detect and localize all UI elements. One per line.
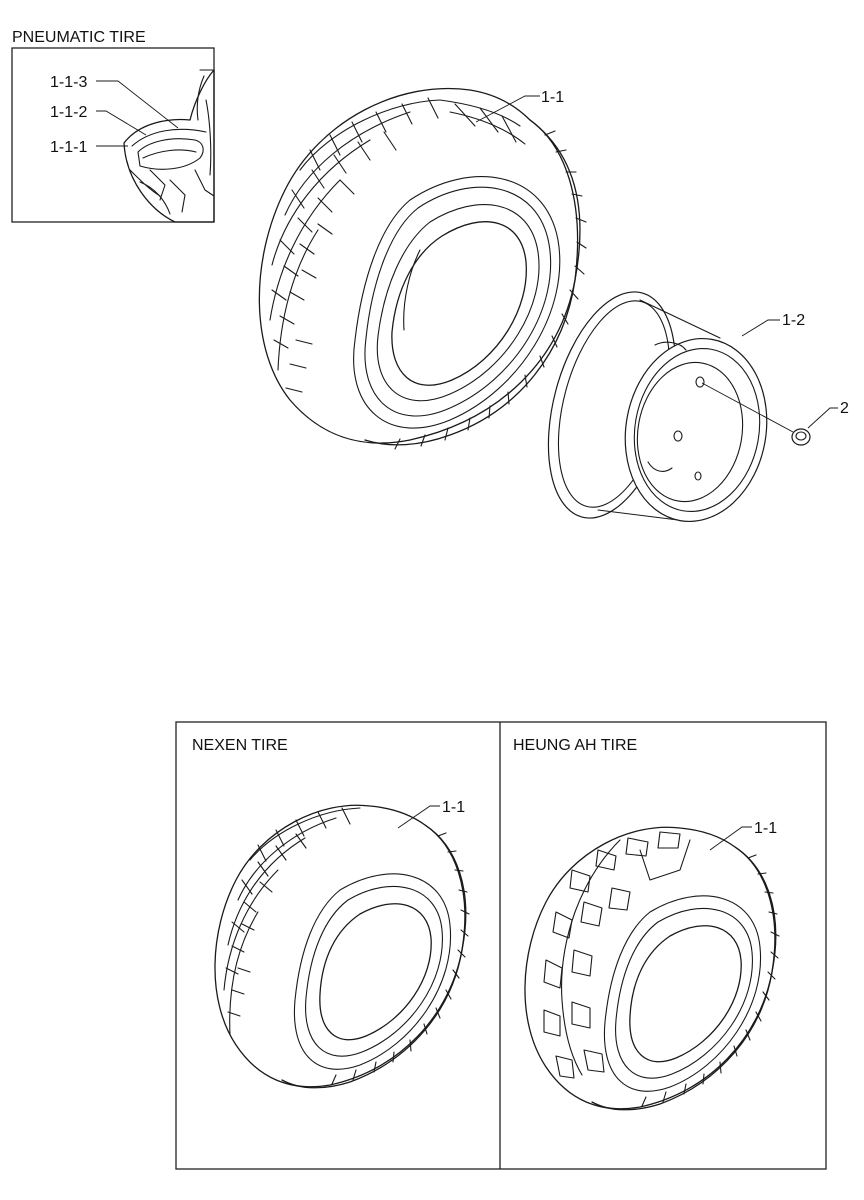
nexen-tire-title: NEXEN TIRE: [192, 737, 288, 754]
inset-frame: [11, 47, 215, 223]
callout-main-tire: 1-1: [541, 89, 564, 106]
callout-flap: 1-1-1: [50, 139, 87, 156]
leader-line: [475, 95, 540, 123]
heung-ah-tire-title: HEUNG AH TIRE: [513, 737, 637, 754]
callout-heung-ah-tire: 1-1: [754, 820, 777, 837]
main-tire: [258, 87, 587, 450]
callout-rim: 1-2: [782, 312, 805, 329]
leader-line: [96, 80, 179, 129]
leader-line: [807, 407, 838, 429]
callout-nut: 2: [840, 400, 849, 417]
callout-nexen-tire: 1-1: [442, 799, 465, 816]
heung-ah-tire-panel: HEUNG AH TIRE 1-1: [513, 737, 780, 1111]
leader-line: [397, 805, 440, 829]
nut: [791, 428, 811, 446]
callout-tire-body: 1-1-2: [50, 104, 87, 121]
leader-line: [709, 826, 752, 851]
callout-inner-tube: 1-1-3: [50, 74, 87, 91]
inset-tire-section: [123, 69, 215, 223]
nexen-tire-panel: NEXEN TIRE 1-1: [192, 737, 470, 1089]
heung-ah-tire: [524, 826, 780, 1111]
nexen-tire: [214, 804, 470, 1089]
pneumatic-tire-inset: PNEUMATIC TIRE 1-1-3 1-1-2 1-1-1: [11, 29, 215, 223]
inset-title: PNEUMATIC TIRE: [12, 29, 146, 46]
rim: [547, 291, 768, 523]
alternate-tires-frame: [175, 721, 827, 1170]
leader-line: [96, 110, 147, 136]
leader-line: [701, 382, 794, 433]
leader-line: [741, 319, 780, 337]
